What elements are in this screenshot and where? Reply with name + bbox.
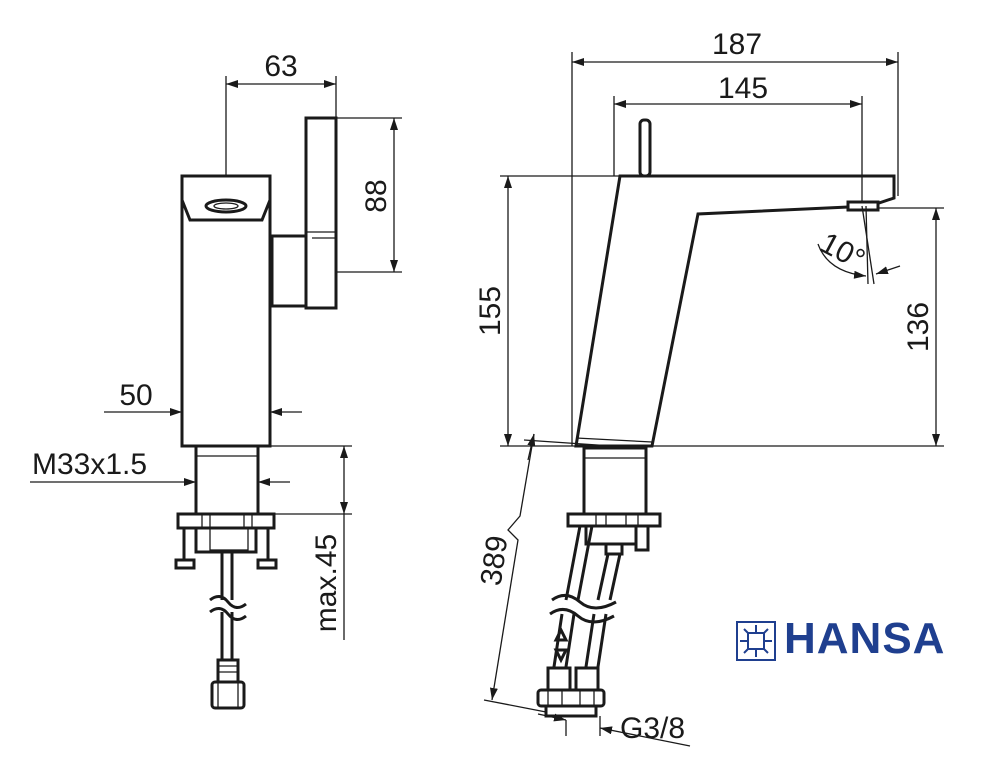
front-hose (220, 552, 234, 660)
dim-187-label: 187 (712, 28, 762, 61)
side-lever-pin (638, 118, 652, 178)
hansa-logo: HANSA (736, 614, 946, 665)
front-handle-lever (304, 116, 338, 310)
front-aerator (204, 198, 248, 214)
front-handle-connector (270, 234, 310, 308)
side-body (574, 174, 896, 448)
side-check-valve (553, 626, 569, 664)
dim-63-label: 63 (264, 50, 297, 83)
dim-155-label: 155 (474, 286, 507, 336)
front-body (180, 174, 272, 448)
dim-145-label: 145 (718, 72, 768, 105)
dim-connection-label: G3/8 (620, 712, 685, 745)
side-mount-plate (566, 512, 662, 528)
hansa-cross-icon (736, 621, 776, 661)
side-hoses (550, 525, 622, 681)
dim-mount-depth-label: max.45 (310, 534, 343, 632)
front-hose-nut (216, 658, 240, 684)
dim-50-label: 50 (119, 379, 152, 412)
dim-thread-label: M33x1.5 (32, 448, 147, 481)
front-mount-bracket (182, 528, 270, 564)
front-mount-plate (176, 512, 276, 530)
front-view: 63 88 50 M33x1.5 max.45 (30, 50, 402, 710)
dim-389-label: 389 (475, 534, 515, 588)
front-shank (194, 444, 260, 516)
brand-name: HANSA (784, 614, 946, 663)
dim-136-label: 136 (902, 302, 935, 352)
dim-88-label: 88 (360, 179, 393, 212)
dim-angle-label: 10° (815, 226, 871, 276)
